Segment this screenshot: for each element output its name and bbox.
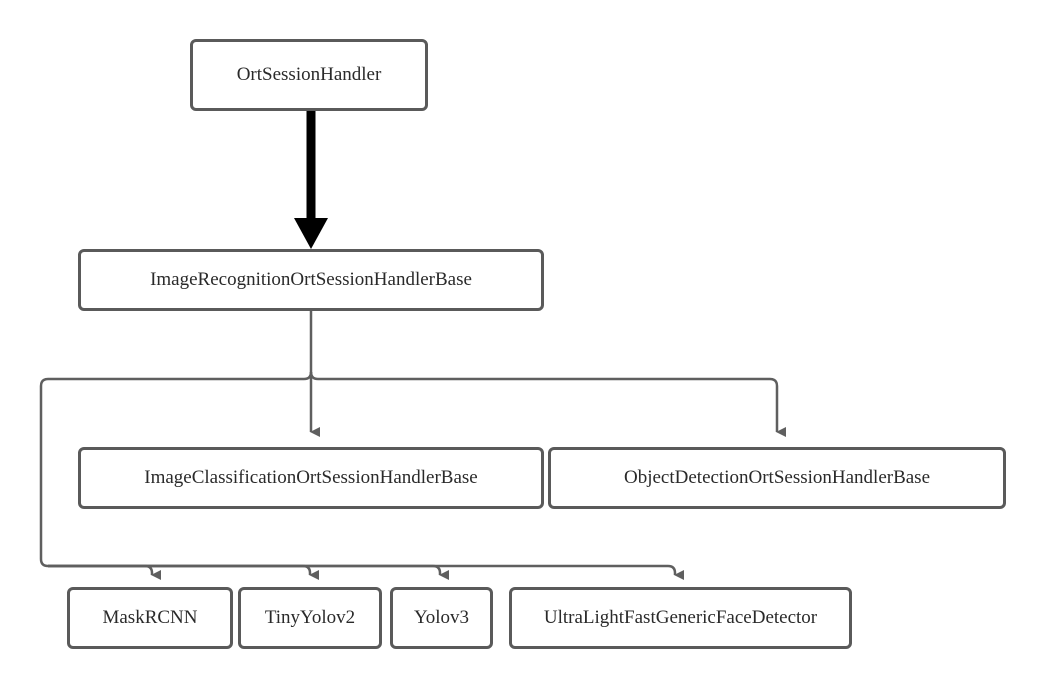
bold-arrow-head	[294, 218, 328, 249]
node-mask-rcnn: MaskRCNN	[67, 587, 233, 649]
connector-to-mask-rcnn	[48, 564, 161, 580]
node-tiny-yolov2: TinyYolov2	[238, 587, 382, 649]
connector-to-yolov3	[48, 564, 449, 580]
node-image-recognition-base: ImageRecognitionOrtSessionHandlerBase	[78, 249, 544, 311]
node-image-classification-base: ImageClassificationOrtSessionHandlerBase	[78, 447, 544, 509]
node-ort-session-handler: OrtSessionHandler	[190, 39, 428, 111]
connector-to-ultralight-face-detector	[48, 564, 684, 580]
node-object-detection-base: ObjectDetectionOrtSessionHandlerBase	[548, 447, 1006, 509]
connector-to-object-detection	[309, 371, 786, 437]
connector-to-tiny-yolov2	[48, 564, 319, 580]
connector-left-bus	[39, 371, 313, 568]
node-yolov3: Yolov3	[390, 587, 493, 649]
node-ultralight-face-detector: UltraLightFastGenericFaceDetector	[509, 587, 852, 649]
